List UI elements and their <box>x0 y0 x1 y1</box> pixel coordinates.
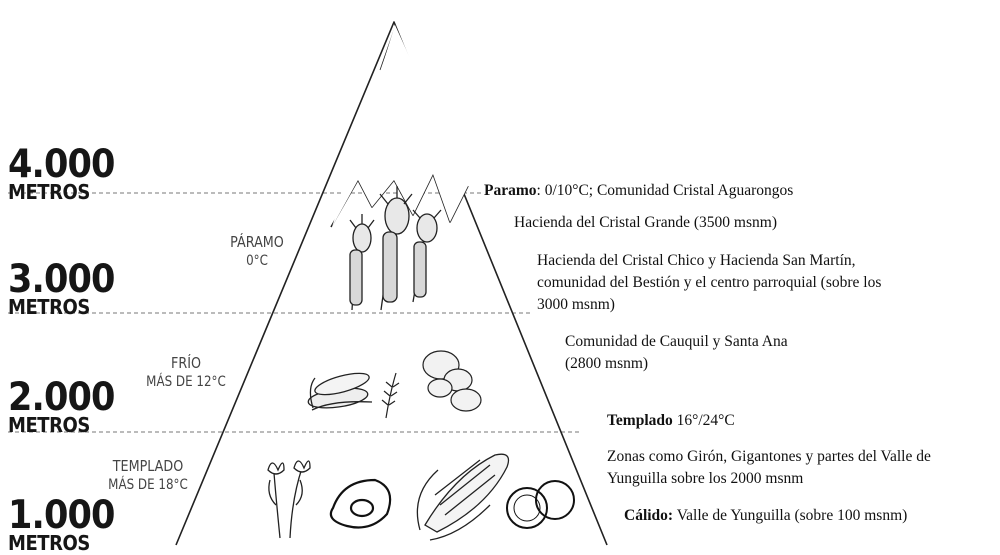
altitude-value: 1.000 <box>8 493 115 538</box>
note-line: Hacienda del Cristal Chico y Hacienda Sa… <box>537 252 856 269</box>
note-line: comunidad del Bestión y el centro parroq… <box>537 274 882 291</box>
note-cristal-grande: Hacienda del Cristal Grande (3500 msnm) <box>514 214 777 231</box>
orange-icon <box>506 480 575 529</box>
altitude-1000: 1.000 METROS <box>8 493 126 555</box>
note-paramo-text: : 0/10°C; Comunidad Cristal Aguarongos <box>536 182 794 199</box>
wheat-icon <box>381 372 400 419</box>
zone-temp: MÁS DE 12°C <box>146 374 226 390</box>
zone-frio: FRÍO MÁS DE 12°C <box>135 354 237 392</box>
note-templado: Templado 16°/24°C <box>607 410 735 432</box>
corn-icon <box>307 372 373 411</box>
note-calido-bold: Cálido: <box>624 507 674 524</box>
zone-name: PÁRAMO <box>230 233 284 251</box>
altitude-value: 4.000 <box>8 142 115 187</box>
altitude-4000: 4.000 METROS <box>8 142 126 204</box>
potato-icon <box>422 350 482 412</box>
note-cauquil: Comunidad de Cauquil y Santa Ana (2800 m… <box>565 331 788 375</box>
zone-templado: TEMPLADO MÁS DE 18°C <box>97 457 199 495</box>
altitude-unit: METROS <box>8 531 90 555</box>
note-calido: Cálido: Valle de Yunguilla (sobre 100 ms… <box>624 505 907 527</box>
altitude-3000: 3.000 METROS <box>8 257 126 319</box>
note-zonas: Zonas como Girón, Gigantones y partes de… <box>607 446 931 490</box>
frailejon-plant-icon <box>349 186 442 311</box>
note-paramo-bold: Paramo <box>484 182 537 199</box>
zone-temp: 0°C <box>246 253 268 269</box>
note-line: 3000 msnm) <box>537 296 615 313</box>
tulip-icon <box>267 460 311 539</box>
note-line: Zonas como Girón, Gigantones y partes de… <box>607 448 931 465</box>
avocado-icon <box>329 478 392 529</box>
note-line: Yunguilla sobre los 2000 msnm <box>607 470 804 487</box>
altitude-value: 2.000 <box>8 375 115 420</box>
note-templado-bold: Templado <box>607 412 673 429</box>
zone-name: FRÍO <box>171 354 201 372</box>
altitude-unit: METROS <box>8 180 90 204</box>
note-line: (2800 msnm) <box>565 355 649 372</box>
zone-paramo: PÁRAMO 0°C <box>219 233 296 271</box>
note-templado-text: 16°/24°C <box>672 412 735 429</box>
zone-name: TEMPLADO <box>112 457 184 475</box>
note-paramo: Paramo: 0/10°C; Comunidad Cristal Aguaro… <box>484 180 793 202</box>
altitude-2000: 2.000 METROS <box>8 375 126 437</box>
altitude-unit: METROS <box>8 413 90 437</box>
zone-temp: MÁS DE 18°C <box>108 477 188 493</box>
note-line: Comunidad de Cauquil y Santa Ana <box>565 333 788 350</box>
altitude-unit: METROS <box>8 295 90 319</box>
altitude-value: 3.000 <box>8 257 115 302</box>
note-calido-text: Valle de Yunguilla (sobre 100 msnm) <box>673 507 908 524</box>
corn-icon <box>416 453 510 541</box>
note-cristal-chico: Hacienda del Cristal Chico y Hacienda Sa… <box>537 250 881 316</box>
